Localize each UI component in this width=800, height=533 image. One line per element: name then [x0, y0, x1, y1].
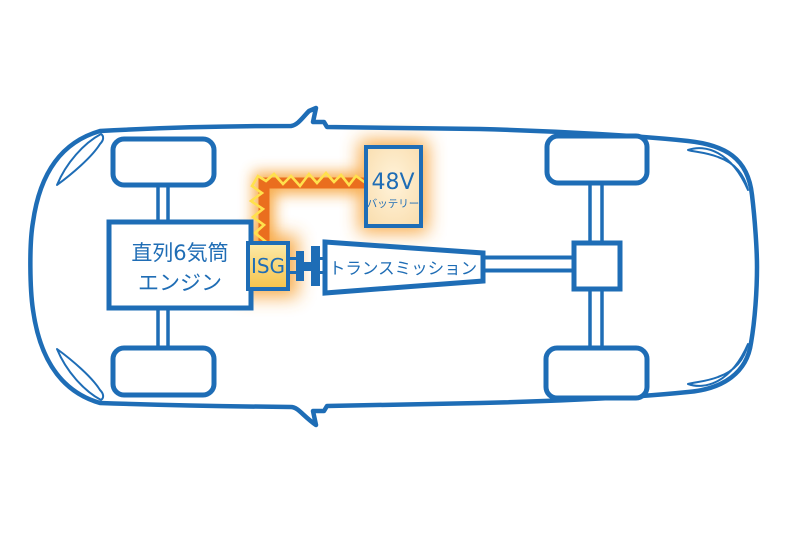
- taillight-right-top: [687, 147, 749, 191]
- battery-sublabel: バッテリー: [367, 198, 420, 210]
- transmission-label: トランスミッション: [329, 259, 477, 278]
- driveshaft: [483, 255, 574, 273]
- isg-label: ISG: [251, 254, 285, 278]
- rear-differential: [571, 240, 623, 292]
- engine-label-line1: 直列6気筒: [131, 241, 228, 265]
- headlight-left-bottom: [56, 348, 105, 401]
- front-axle: [156, 185, 170, 348]
- battery-48v: 48V バッテリー: [364, 145, 423, 228]
- engine-block: 直列6気筒 エンジン: [106, 219, 254, 311]
- rear-axle: [588, 183, 604, 348]
- isg-unit: ISG: [246, 241, 290, 291]
- car-body-outline: [28, 105, 760, 428]
- hv-cable-zigzag: [248, 171, 369, 249]
- engine-label-line2: エンジン: [138, 271, 222, 295]
- wheel-front-bottom: [110, 345, 217, 398]
- transmission: トランスミッション: [322, 239, 486, 296]
- taillight-right-bottom: [687, 343, 749, 387]
- headlight-left-top: [56, 133, 105, 186]
- battery-label: 48V: [371, 170, 414, 195]
- wheel-rear-bottom: [543, 345, 650, 401]
- wheel-rear-top: [544, 133, 650, 186]
- wheel-front-top: [110, 136, 217, 188]
